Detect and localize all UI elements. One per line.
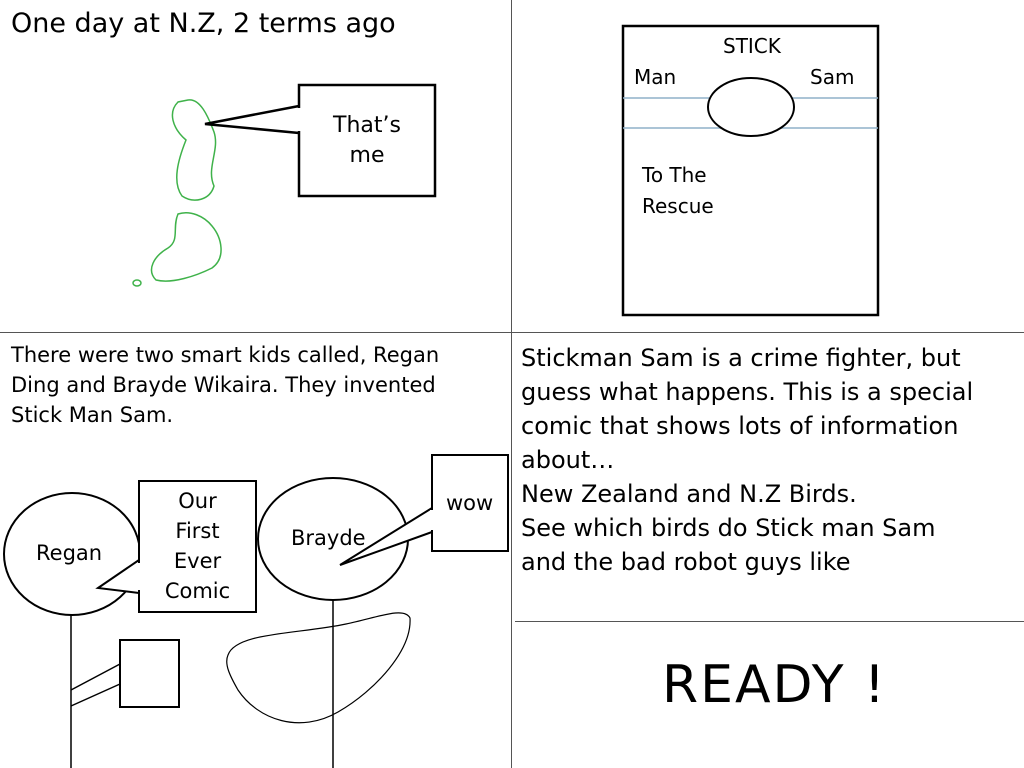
- wow-text: wow: [446, 491, 494, 515]
- panel3-narration: There were two smart kids called, Regan …: [11, 343, 440, 427]
- nz-stewart-island-icon: [132, 279, 142, 287]
- thats-me-bubble-tail: [204, 104, 300, 135]
- ready-text: READY !: [662, 655, 887, 715]
- thats-me-text: That’s me: [333, 113, 401, 168]
- cover-title-top: STICK: [723, 34, 781, 58]
- our-first-comic-bubble-tail: [95, 559, 140, 594]
- panel-divider-vertical: [511, 0, 512, 768]
- cover-title-left: Man: [634, 65, 677, 89]
- panel1-caption: One day at N.Z, 2 terms ago: [11, 8, 396, 39]
- nz-north-island-icon: [171, 99, 217, 201]
- brayde-cape-icon: [226, 612, 411, 724]
- thats-me-bubble: [297, 83, 437, 198]
- panel-divider-right-lower: [515, 621, 1024, 622]
- brayde-name-label: Brayde: [291, 526, 366, 550]
- nz-south-island-icon: [150, 212, 222, 282]
- cover-title-right: Sam: [810, 65, 855, 89]
- panel4-description: Stickman Sam is a crime fighter, but gue…: [521, 344, 974, 576]
- our-first-comic-text: Our First Ever Comic: [164, 489, 231, 603]
- regan-held-box-icon: [119, 639, 180, 708]
- wow-bubble: [431, 454, 509, 552]
- cover-subtitle: To The Rescue: [642, 163, 714, 218]
- panel-divider-horizontal: [0, 332, 1024, 333]
- regan-arm-icon: [70, 663, 121, 707]
- cover-oval-icon: [707, 77, 795, 137]
- regan-name-label: Regan: [36, 541, 103, 565]
- wow-bubble-tail: [339, 507, 433, 566]
- our-first-comic-bubble: [138, 480, 257, 613]
- comic-cover: [621, 24, 880, 317]
